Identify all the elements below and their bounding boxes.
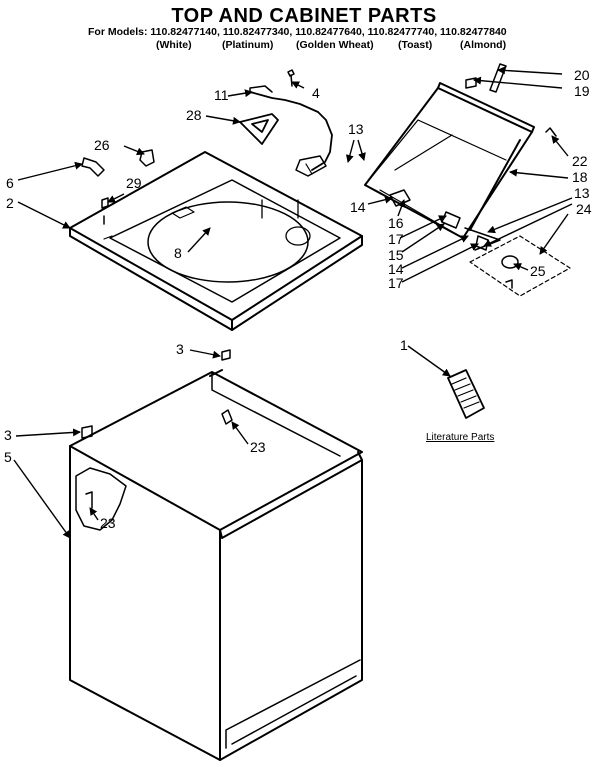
- callout-25: 25: [530, 263, 546, 279]
- callout-19: 18: [572, 169, 588, 185]
- diagram-title: TOP AND CABINET PARTS: [171, 5, 437, 27]
- screw-25: [505, 279, 513, 289]
- callout-14-lower: 14: [388, 261, 404, 277]
- lid-hinge-rod: [469, 139, 521, 231]
- bumper-20: [465, 77, 477, 89]
- washer-top-panel: [69, 151, 363, 331]
- clip-26: [139, 149, 155, 167]
- screw-29: [101, 197, 109, 225]
- models-line: For Models: 110.82477140, 110.82477340, …: [88, 26, 507, 38]
- callout-14-upper: 14: [350, 199, 366, 215]
- callout-21: 20: [574, 67, 590, 83]
- callout-1: 1: [400, 337, 408, 353]
- lid-strike: [239, 113, 279, 145]
- callout-6: 6: [6, 175, 14, 191]
- clip-3-lower: [81, 425, 93, 439]
- color-toast: (Toast): [398, 39, 433, 51]
- callout-20: 19: [574, 83, 590, 99]
- bumper-21: [489, 63, 507, 93]
- hinge-part-18: [441, 211, 461, 229]
- color-almond: (Almond): [460, 39, 507, 51]
- literature-parts-label: Literature Parts: [426, 432, 494, 443]
- hinge-part-16: [389, 189, 411, 207]
- hinge-bracket-6: [81, 157, 105, 177]
- color-white: (White): [156, 39, 192, 51]
- callout-26: 26: [94, 137, 110, 153]
- washer-lid: [364, 82, 535, 239]
- callout-18: 17: [388, 231, 404, 247]
- callout-13-right: 13: [574, 185, 590, 201]
- leader-lines: [13, 66, 573, 539]
- callout-8: 8: [174, 245, 182, 261]
- callout-24: 24: [576, 201, 592, 217]
- screw-22: [545, 127, 557, 137]
- callout-22: 22: [572, 153, 588, 169]
- cabinet-cutaway: [75, 467, 127, 531]
- cabinet: [69, 369, 363, 761]
- callout-23-upper: 23: [250, 439, 266, 455]
- callout-4: 4: [312, 85, 320, 101]
- screw-4: [287, 69, 295, 87]
- callout-17: 17: [388, 275, 404, 291]
- color-platinum: (Platinum): [222, 39, 274, 51]
- color-golden-wheat: (Golden Wheat): [296, 39, 374, 51]
- callout-15: 15: [388, 247, 404, 263]
- callout-2: 2: [6, 195, 14, 211]
- screw-23-lower: [85, 491, 93, 509]
- clip-3-upper: [221, 349, 231, 361]
- callout-23-lower: 23: [100, 515, 116, 531]
- callout-3-lower: 3: [4, 427, 12, 443]
- callout-13-top: 13: [348, 121, 364, 137]
- part-24-area: [469, 235, 571, 297]
- screw-23-upper: [221, 409, 233, 425]
- callout-28: 28: [186, 107, 202, 123]
- literature-booklet: [447, 369, 485, 419]
- callout-5: 5: [4, 449, 12, 465]
- callout-16: 16: [388, 215, 404, 231]
- spring-25: [501, 255, 519, 269]
- hinge-part-17: [475, 235, 489, 251]
- lid-hinge: [464, 227, 501, 251]
- callout-29: 29: [126, 175, 142, 191]
- callout-11: 11: [214, 87, 229, 103]
- callout-3-upper: 3: [176, 341, 184, 357]
